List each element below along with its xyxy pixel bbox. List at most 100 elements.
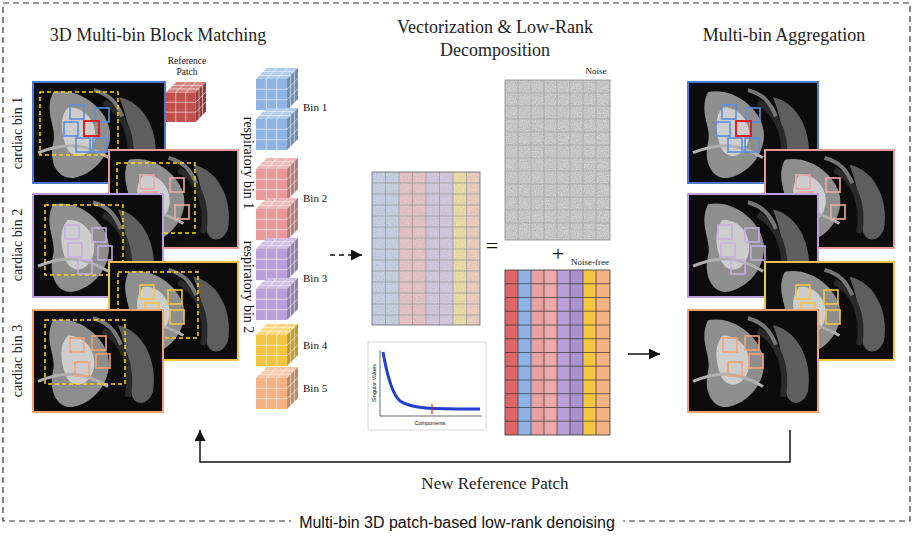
mri-image-part (65, 225, 112, 274)
noise-free-matrix-part-part (505, 297, 610, 298)
mri-image-part-part (728, 362, 742, 376)
mri-image-part-part (728, 138, 742, 152)
singular-value-plot (368, 342, 486, 430)
bin-label-holder: cardiac bin 1 (10, 97, 27, 169)
noise-matrix-part (505, 80, 610, 240)
bin-label: cardiac bin 2 (10, 209, 27, 281)
bin-cubes-part (256, 158, 298, 200)
noise-matrix-part-part (505, 119, 610, 120)
bin-label-holder: Bin 2 (303, 192, 327, 205)
data-matrix (372, 172, 480, 325)
noise-matrix-part (505, 80, 610, 240)
noise-free-matrix-part-part (596, 270, 597, 435)
noise-free-matrix-part-part (544, 270, 545, 435)
mri-image-part-part (140, 285, 154, 299)
stage-panel: Multi-bin Aggregation (660, 10, 908, 430)
mri-image (33, 310, 163, 412)
noise-matrix-part-part (505, 145, 610, 146)
data-matrix-part-part (426, 172, 427, 325)
mri-image-part (723, 336, 763, 376)
reference-cube (166, 82, 206, 122)
mri-image-part (84, 121, 99, 136)
operator-symbol: = (486, 233, 498, 259)
bin-cubes-part (256, 367, 298, 409)
noise-free-matrix-part-part (505, 380, 610, 381)
mri-image-part-part (70, 338, 84, 352)
noise-free-matrix-part-part (505, 366, 610, 367)
flow-arrow (628, 353, 660, 355)
noise-free-matrix-part-part (518, 270, 519, 435)
noise-matrix-part-part (518, 80, 519, 240)
axis-label: Singular Values (371, 364, 378, 402)
mri-image-part-part (168, 290, 182, 304)
mri-image-part (736, 121, 751, 136)
data-matrix-part-part (439, 172, 440, 325)
noise-matrix-part-part (505, 106, 610, 107)
stage-heading: Multi-bin Aggregation (660, 24, 908, 47)
mri-image-part (33, 310, 163, 412)
noise-matrix-part-part (505, 158, 610, 159)
mri-image-part-part (140, 175, 154, 189)
mri-image-part-part (723, 338, 737, 352)
noise-free-matrix-part-part (505, 407, 610, 408)
mri-image-part-part (796, 175, 810, 189)
caption-holder: Multi-bin 3D patch-based low-rank denois… (291, 514, 623, 532)
mri-image-part-part (745, 138, 759, 152)
bin-cubes-part (256, 68, 298, 110)
mri-image-part-part (749, 354, 763, 368)
mri-image-part-part (722, 105, 736, 119)
noise-free-matrix-part-part (505, 352, 610, 353)
mri-image-part-part (70, 105, 84, 119)
patch-label: Reference Patch (161, 56, 213, 79)
mri-image-part (718, 225, 765, 274)
noise-matrix-part (505, 80, 610, 240)
noise-matrix-part-part (505, 171, 610, 172)
outer-frame (3, 3, 910, 521)
mri-image-part-part (75, 362, 89, 376)
mri-image-part (716, 105, 760, 152)
mri-image-part (40, 92, 118, 155)
noise-matrix-part-part (583, 80, 584, 240)
noise-free-matrix-part-part (505, 325, 610, 326)
noise-free-matrix-part-part (505, 311, 610, 312)
axis-label: Components (414, 420, 445, 427)
mri-image-part-part (96, 354, 110, 368)
data-matrix-part-part (466, 172, 467, 325)
caption: Multi-bin 3D patch-based low-rank denois… (299, 514, 615, 531)
mri-image-part-part (170, 178, 184, 192)
noise-free-matrix-part-part (583, 270, 584, 435)
noise-matrix-part-part (531, 80, 532, 240)
axis-label-holder: Singular Values (371, 364, 378, 402)
mri-image-part-part (826, 310, 840, 324)
edge-label-holder: New Reference Patch (417, 474, 572, 494)
noise-matrix-part-part (557, 80, 558, 240)
mri-image-part-part (746, 108, 760, 122)
noise-free-matrix (505, 270, 610, 435)
bin-label: Bin 5 (303, 382, 327, 395)
data-matrix-part (372, 172, 480, 325)
noise-matrix-part-part (596, 80, 597, 240)
bin-label-holder: Bin 1 (303, 101, 327, 114)
mri-image-part (70, 336, 110, 376)
bin-label: Bin 1 (303, 101, 327, 114)
noise-free-matrix-part-part (570, 270, 571, 435)
mri-image-part-part (175, 205, 189, 219)
mri-image-part-part (68, 243, 82, 257)
bin-label-holder: cardiac bin 3 (10, 325, 27, 397)
singular-value-plot-part (380, 350, 381, 416)
bin-label: cardiac bin 3 (10, 325, 27, 397)
noise-free-matrix-part-part (505, 338, 610, 339)
mri-image-part-part (831, 205, 845, 219)
mri-image-part-part (718, 225, 732, 239)
mri-image-part-part (95, 108, 109, 122)
bin-label: respiratory bin 1 (240, 117, 257, 210)
data-matrix-part-part (453, 172, 454, 325)
mri-image-part-part (796, 285, 810, 299)
noise-free-matrix-part-part (505, 421, 610, 422)
matrix-label-holder: Noise (586, 66, 607, 77)
bin-label-holder: cardiac bin 2 (10, 209, 27, 281)
noise-matrix-part (505, 80, 610, 240)
noise-matrix-part-part (505, 210, 610, 211)
stage-heading: Vectorization & Low-Rank Decomposition (370, 16, 620, 61)
